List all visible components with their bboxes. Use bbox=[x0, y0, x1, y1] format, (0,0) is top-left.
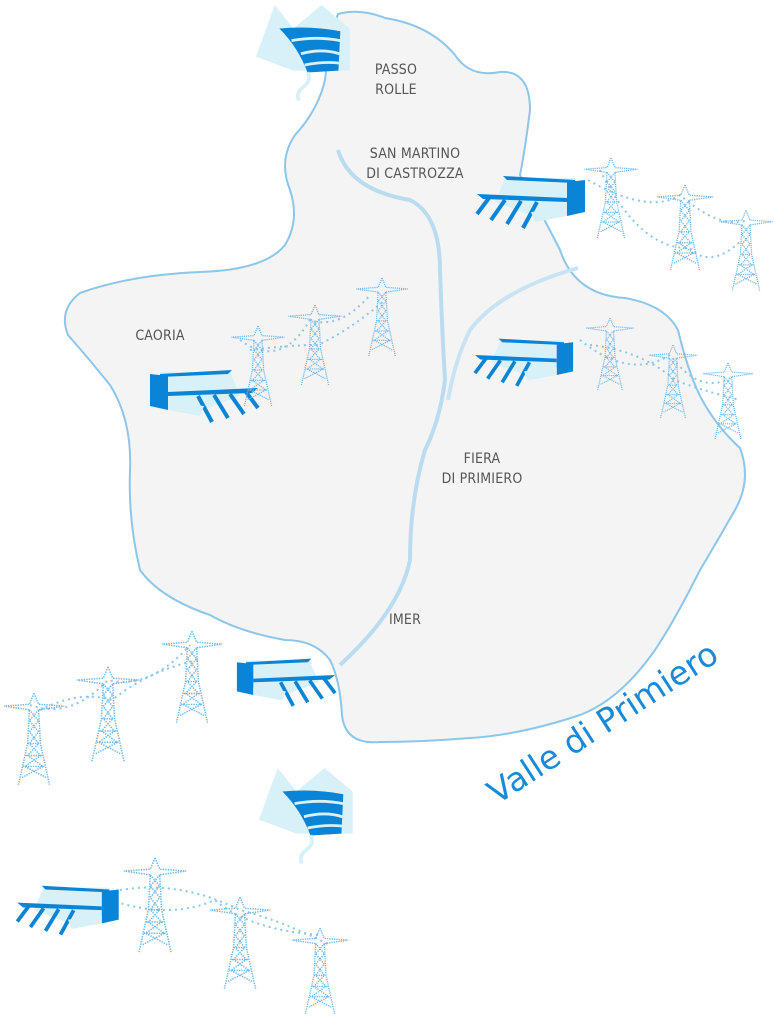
label-san-martino-1: SAN MARTINO bbox=[370, 146, 460, 162]
label-fiera-1: FIERA bbox=[464, 451, 501, 467]
label-passo-rolle-1: PASSO bbox=[375, 62, 417, 78]
power-plant-icon bbox=[234, 656, 338, 708]
pylon-icon bbox=[161, 630, 223, 724]
pylon-icon bbox=[3, 692, 65, 786]
label-fiera-2: DI PRIMIERO bbox=[442, 471, 523, 487]
pylon-icon bbox=[290, 927, 350, 1015]
pylon-icon bbox=[656, 184, 714, 271]
river bbox=[336, 149, 448, 667]
label-passo-rolle-2: ROLLE bbox=[375, 82, 417, 98]
pylon-icon bbox=[718, 209, 774, 292]
dam-icon bbox=[257, 766, 355, 866]
place-labels: PASSO ROLLE SAN MARTINO DI CASTROZZA CAO… bbox=[135, 62, 522, 628]
label-caoria: CAORIA bbox=[135, 328, 185, 344]
pylon-icon bbox=[209, 896, 271, 990]
power-plant-icon bbox=[15, 883, 121, 937]
label-san-martino-2: DI CASTROZZA bbox=[366, 166, 464, 182]
pylon-icon bbox=[583, 157, 639, 239]
pylon-icon bbox=[123, 857, 187, 953]
label-imer: IMER bbox=[389, 612, 421, 628]
tributary bbox=[446, 266, 579, 401]
